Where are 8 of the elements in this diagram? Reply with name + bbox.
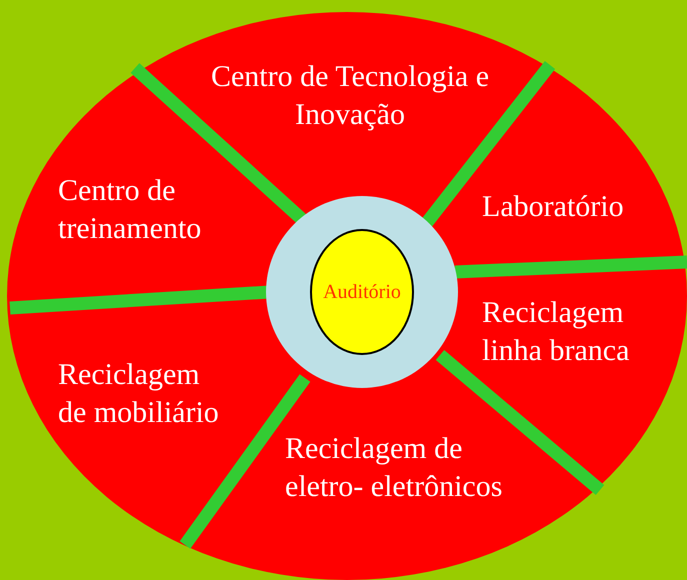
auditorium-ellipse: [310, 229, 414, 355]
room-label: Auditório: [323, 280, 401, 304]
room-label: Centro de treinamento: [58, 172, 248, 248]
room-label: Reciclagem linha branca: [482, 294, 672, 370]
room-label: Reciclagem de eletro- eletrônicos: [285, 430, 547, 506]
room-label: Reciclagem de mobiliário: [58, 356, 233, 432]
room-label: Laboratório: [482, 188, 682, 226]
room-label: Centro de Tecnologia e Inovação: [205, 58, 495, 134]
